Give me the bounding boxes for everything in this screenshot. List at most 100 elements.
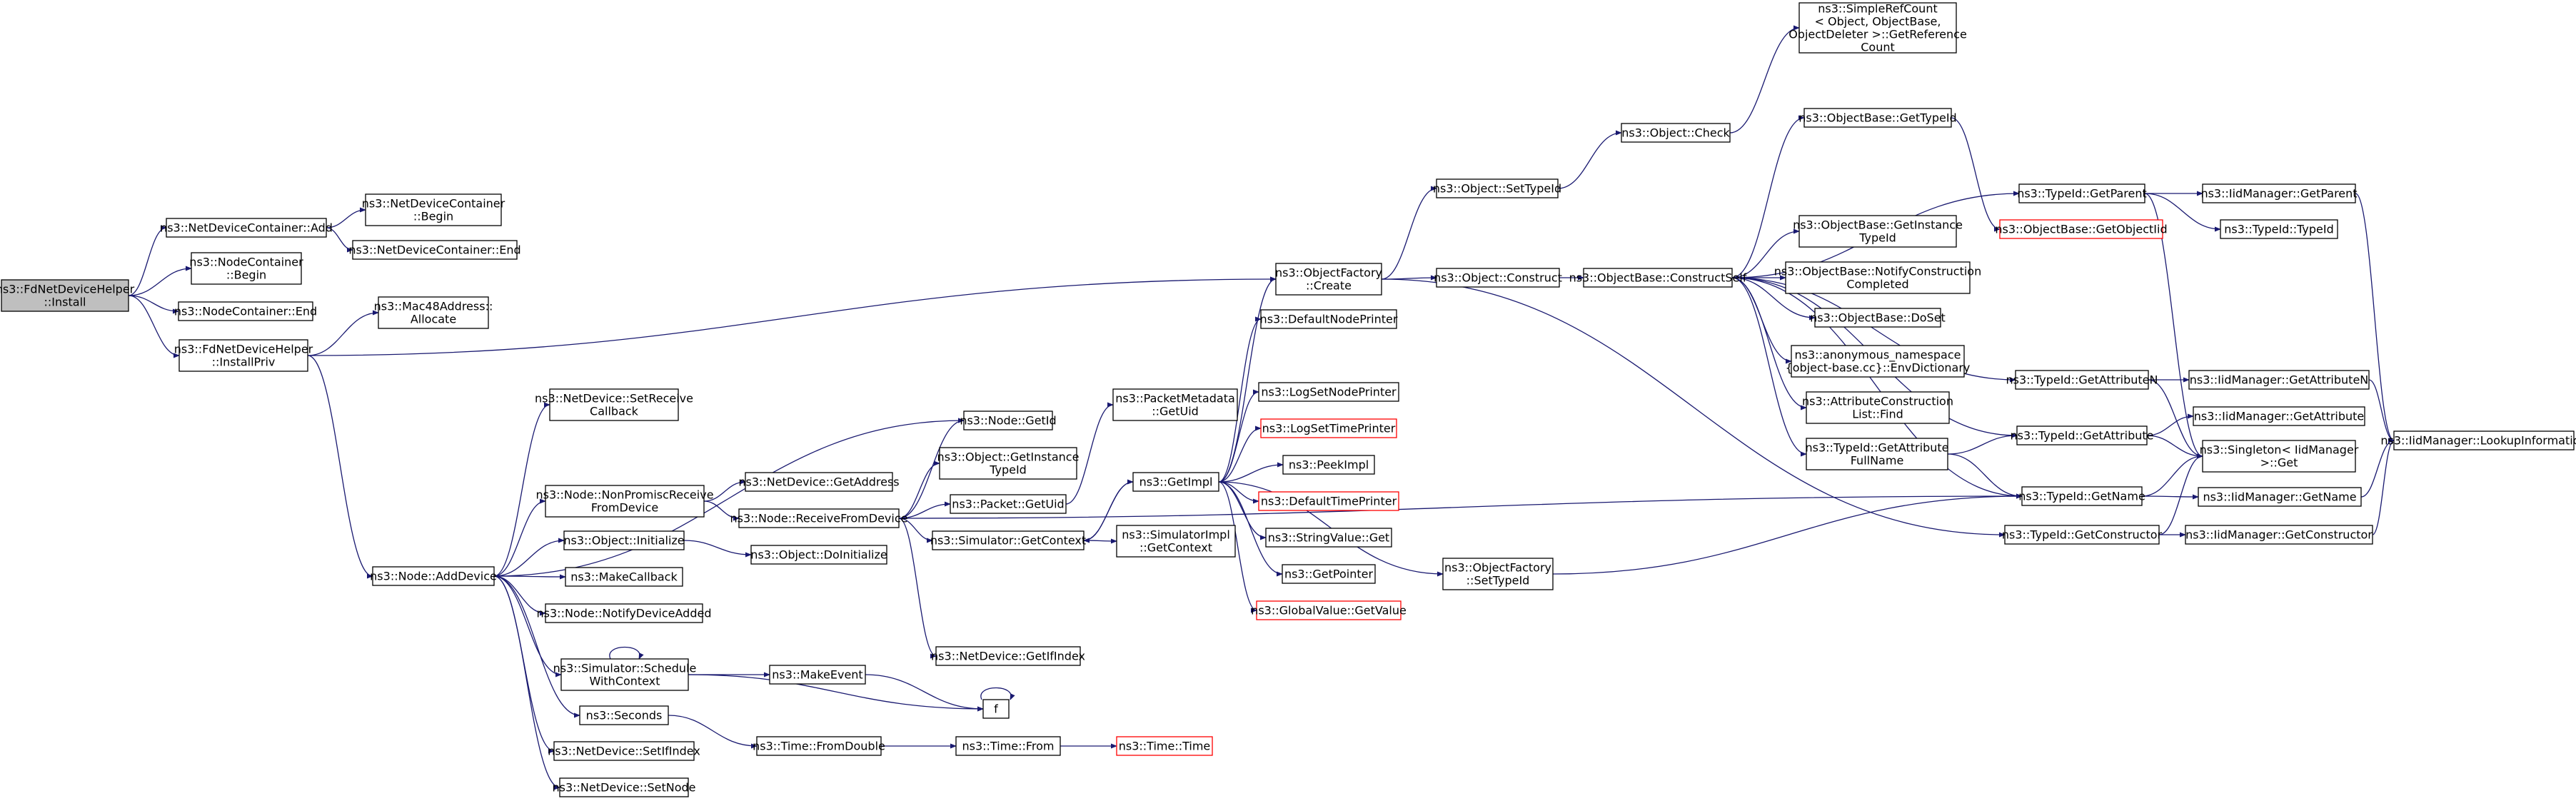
function-node-tid-getattrn[interactable]: ns3::TypeId::GetAttributeN — [2006, 370, 2158, 390]
function-node-envdict[interactable]: ns3::anonymous_namespace{object-base.cc}… — [1786, 345, 1971, 378]
function-node-nc-begin[interactable]: ns3::NodeContainer::Begin — [189, 252, 303, 285]
function-node-iid-getattr[interactable]: ns3::IidManager::GetAttribute — [2193, 406, 2365, 426]
function-node-node-getid[interactable]: ns3::Node::GetId — [960, 410, 1057, 430]
function-node-iid-getname[interactable]: ns3::IidManager::GetName — [2198, 487, 2362, 507]
node-box — [1282, 455, 1375, 475]
node-box — [1258, 382, 1399, 402]
call-edge — [2372, 438, 2395, 535]
node-box — [2220, 219, 2338, 239]
function-node-seconds[interactable]: ns3::Seconds — [579, 705, 669, 725]
function-node-mac48[interactable]: ns3::Mac48Address::Allocate — [374, 296, 493, 329]
node-box — [2185, 525, 2373, 545]
function-node-getifindex[interactable]: ns3::NetDevice::GetIfIndex — [931, 646, 1085, 666]
function-node-pkt-getuid[interactable]: ns3::Packet::GetUid — [950, 494, 1067, 514]
function-node-installpriv[interactable]: ns3::FdNetDeviceHelper::InstallPriv — [174, 339, 313, 372]
function-node-iid-getparent[interactable]: ns3::IidManager::GetParent — [2200, 183, 2358, 203]
node-box — [963, 410, 1053, 430]
node-box — [1621, 123, 1731, 143]
function-node-makeevent[interactable]: ns3::MakeEvent — [769, 665, 866, 685]
function-node-iid-getconstr[interactable]: ns3::IidManager::GetConstructor — [2185, 525, 2373, 545]
function-node-nc-end[interactable]: ns3::NodeContainer::End — [174, 301, 317, 321]
function-node-strvalget[interactable]: ns3::StringValue::Get — [1265, 528, 1392, 548]
function-node-obj-check[interactable]: ns3::Object::Check — [1621, 123, 1731, 143]
function-node-adddevice[interactable]: ns3::Node::AddDevice — [370, 566, 497, 586]
function-node-of-create[interactable]: ns3::ObjectFactory::Create — [1275, 263, 1382, 296]
call-edge — [2144, 193, 2221, 232]
node-label: FullName — [1851, 454, 1904, 468]
function-node-ob-doset[interactable]: ns3::ObjectBase::DoSet — [1810, 308, 1946, 328]
node-label: ns3::Object::Construct — [1434, 271, 1562, 285]
node-label: ns3::IidManager::GetConstructor — [2185, 528, 2373, 542]
function-node-getimpl[interactable]: ns3::GetImpl — [1132, 472, 1219, 492]
function-node-notifydev[interactable]: ns3::Node::NotifyDeviceAdded — [537, 603, 712, 623]
function-node-simimpl-ctx[interactable]: ns3::SimulatorImpl::GetContext — [1116, 525, 1236, 558]
function-node-ob-notify[interactable]: ns3::ObjectBase::NotifyConstructionCompl… — [1774, 261, 1981, 294]
node-label: ns3::StringValue::Get — [1268, 531, 1389, 545]
node-label: ns3::MakeEvent — [772, 668, 862, 682]
node-box — [1256, 600, 1402, 620]
function-node-of-settid[interactable]: ns3::ObjectFactory::SetTypeId — [1442, 558, 1554, 590]
function-node-tid-typeid[interactable]: ns3::TypeId::TypeId — [2220, 219, 2338, 239]
node-box — [1282, 564, 1376, 584]
function-node-tid-getparent[interactable]: ns3::TypeId::GetParent — [2017, 183, 2147, 203]
node-label: ns3::IidManager::GetAttribute — [2194, 410, 2365, 423]
function-node-setnode[interactable]: ns3::NetDevice::SetNode — [552, 777, 696, 797]
node-label: f — [994, 702, 998, 716]
function-node-ndc-begin[interactable]: ns3::NetDeviceContainer::Begin — [362, 193, 505, 226]
function-node-recvfromdev[interactable]: ns3::Node::ReceiveFromDevice — [730, 508, 908, 528]
node-box — [372, 566, 495, 586]
node-box — [932, 530, 1085, 550]
function-node-pktmeta[interactable]: ns3::PacketMetadata::GetUid — [1112, 388, 1238, 421]
function-node-logsetnode[interactable]: ns3::LogSetNodePrinter — [1258, 382, 1399, 402]
node-box — [2018, 183, 2145, 203]
function-node-iid-lookup[interactable]: ns3::IidManager::LookupInformation — [2380, 430, 2576, 450]
node-label: ns3::Object::SetTypeId — [1433, 182, 1561, 196]
function-node-ndc-add[interactable]: ns3::NetDeviceContainer::Add — [160, 218, 333, 238]
function-node-setifindex[interactable]: ns3::NetDevice::SetIfIndex — [548, 741, 700, 761]
function-node-simplerefcount[interactable]: ns3::SimpleRefCount< Object, ObjectBase,… — [1788, 2, 1967, 54]
function-node-logsettime[interactable]: ns3::LogSetTimePrinter — [1260, 418, 1397, 438]
node-box — [1583, 268, 1733, 288]
function-node-obj-init[interactable]: ns3::Object::Initialize — [563, 530, 685, 550]
function-node-f[interactable]: f — [982, 699, 1010, 719]
function-node-singleton[interactable]: ns3::Singleton< IidManager>::Get — [2200, 440, 2359, 473]
function-node-ob-gettid[interactable]: ns3::ObjectBase::GetTypeId — [1798, 108, 1957, 128]
node-label: < Object, ObjectBase, — [1815, 15, 1941, 29]
function-node-obj-construct[interactable]: ns3::Object::Construct — [1434, 268, 1562, 288]
function-node-fromdouble[interactable]: ns3::Time::FromDouble — [753, 736, 885, 756]
function-node-tid-getattr[interactable]: ns3::TypeId::GetAttribute — [2010, 425, 2154, 445]
node-box — [1803, 108, 1952, 128]
function-node-globalget[interactable]: ns3::GlobalValue::GetValue — [1251, 600, 1407, 620]
function-node-root[interactable]: ns3::FdNetDeviceHelper::Install — [0, 279, 135, 312]
function-node-tid-getconstr[interactable]: ns3::TypeId::GetConstructor — [2002, 525, 2163, 545]
function-node-timetime[interactable]: ns3::Time::Time — [1116, 736, 1213, 756]
function-node-deftimeprinter[interactable]: ns3::DefaultTimePrinter — [1258, 491, 1399, 511]
call-edge — [326, 227, 353, 253]
function-node-getcontext[interactable]: ns3::Simulator::GetContext — [930, 530, 1086, 550]
function-node-defnodeprinter[interactable]: ns3::DefaultNodePrinter — [1260, 309, 1398, 329]
function-node-makecb[interactable]: ns3::MakeCallback — [565, 567, 683, 587]
function-node-timefrom[interactable]: ns3::Time::From — [955, 736, 1061, 756]
node-label: ns3::PeekImpl — [1289, 458, 1369, 472]
call-edge — [1218, 389, 1259, 483]
function-node-constructself[interactable]: ns3::ObjectBase::ConstructSelf — [1569, 268, 1747, 288]
function-node-obj-settid[interactable]: ns3::Object::SetTypeId — [1433, 178, 1561, 198]
function-node-ndc-end[interactable]: ns3::NetDeviceContainer::End — [348, 240, 521, 260]
call-edge — [493, 498, 546, 577]
node-box — [2198, 487, 2362, 507]
function-node-tid-getname[interactable]: ns3::TypeId::GetName — [2018, 486, 2145, 506]
function-node-getaddress[interactable]: ns3::NetDevice::GetAddress — [738, 472, 900, 492]
function-node-peekimpl[interactable]: ns3::PeekImpl — [1282, 455, 1375, 475]
function-node-doinit[interactable]: ns3::Object::DoInitialize — [750, 545, 887, 565]
function-node-getpointer[interactable]: ns3::GetPointer — [1282, 564, 1376, 584]
function-node-ob-getobjtid[interactable]: ns3::ObjectBase::GetObjectIid — [1995, 219, 2168, 239]
call-edge — [128, 295, 180, 358]
function-node-iid-getattrn[interactable]: ns3::IidManager::GetAttributeN — [2188, 370, 2370, 390]
